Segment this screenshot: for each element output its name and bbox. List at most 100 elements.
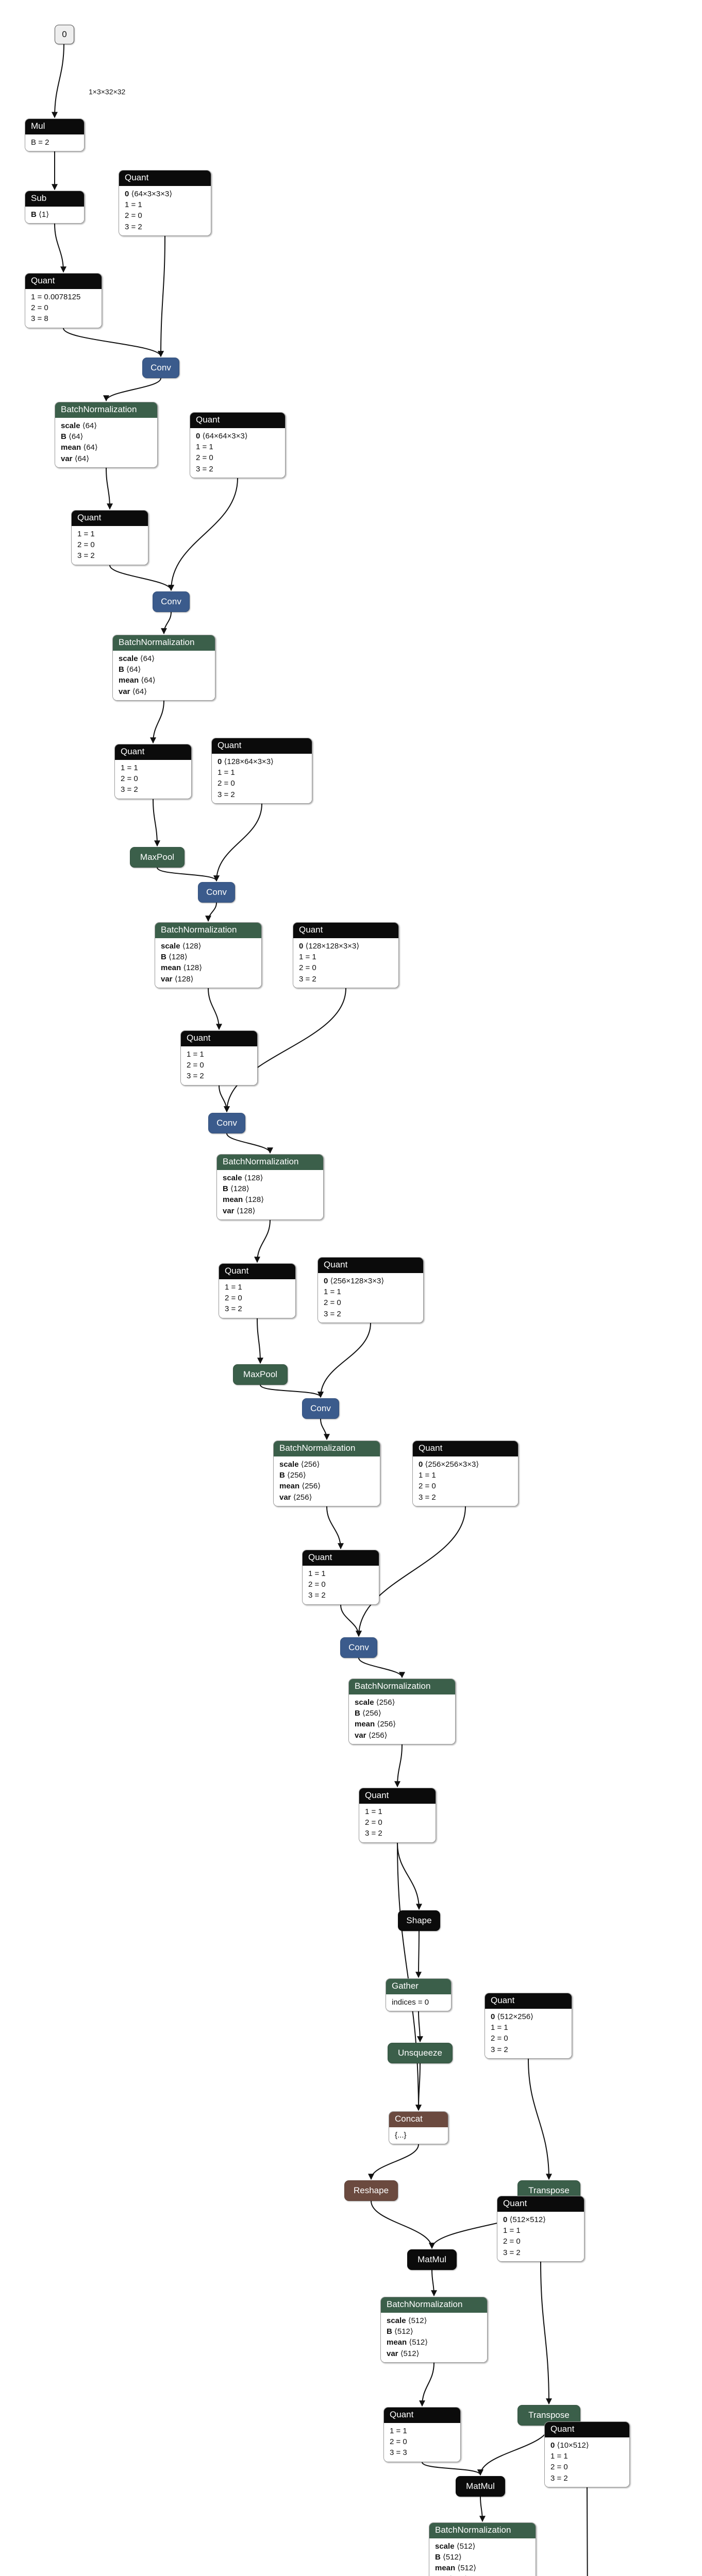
edge: [416, 2011, 423, 2043]
node-attribute-row: var ⟨512⟩: [435, 2574, 530, 2576]
node-title: Reshape: [353, 2185, 389, 2195]
node-attribute-row: 1 = 1: [503, 2226, 521, 2235]
graph-node-mp2[interactable]: MaxPool: [233, 1364, 288, 1385]
graph-node-conv6[interactable]: Conv: [340, 1637, 377, 1658]
node-title: Conv: [310, 1403, 331, 1413]
edge: [358, 1657, 405, 1679]
node-attributes: indices = 0: [386, 1994, 451, 2011]
node-attribute-row: 3 = 2: [550, 2473, 568, 2483]
node-title: Transpose: [528, 2185, 570, 2195]
node-title: Conv: [206, 887, 227, 897]
node-attributes: scale ⟨128⟩B ⟨128⟩mean ⟨128⟩var ⟨128⟩: [155, 938, 261, 988]
node-attribute-row: 1 = 1: [77, 529, 95, 538]
graph-node-mm1[interactable]: MatMul: [407, 2249, 457, 2270]
graph-node-conv2[interactable]: Conv: [153, 591, 190, 612]
edge: [320, 1418, 330, 1440]
node-attribute-row: mean ⟨256⟩: [279, 1482, 321, 1491]
edge: [103, 378, 161, 402]
edge: [587, 2487, 588, 2576]
edge: [368, 2144, 419, 2180]
node-attribute-row: 2 = 0: [125, 211, 142, 221]
node-attribute-row: indices = 0: [392, 1997, 429, 2007]
node-attribute-row: var ⟨256⟩: [279, 1493, 312, 1502]
edge: [260, 1384, 324, 1398]
node-attribute-row: 1 = 1: [550, 2451, 568, 2461]
node-attributes: scale ⟨512⟩B ⟨512⟩mean ⟨512⟩var ⟨512⟩: [381, 2312, 487, 2362]
graph-node-conv4[interactable]: Conv: [208, 1113, 245, 1133]
graph-node-concat[interactable]: Concat{...}: [389, 2111, 448, 2144]
node-attribute-row: 3 = 3: [390, 2448, 407, 2458]
node-attribute-row: mean ⟨512⟩: [435, 2564, 477, 2573]
edge: [430, 2269, 437, 2297]
node-header: BatchNormalization: [155, 923, 261, 938]
node-header: Quant: [219, 1264, 295, 1279]
node-attribute-row: scale ⟨256⟩: [355, 1698, 395, 1707]
graph-node-conv3[interactable]: Conv: [198, 882, 235, 903]
node-attribute-row: 3 = 2: [125, 222, 142, 231]
node-attribute-row: B ⟨512⟩: [435, 2552, 462, 2562]
edge: [326, 1506, 344, 1550]
node-attribute-row: 1 = 1: [196, 442, 213, 451]
graph-node-mp1[interactable]: MaxPool: [130, 847, 185, 868]
node-header: Quant: [72, 511, 148, 526]
terminal-t_in[interactable]: 0: [55, 25, 74, 44]
node-attributes: scale ⟨512⟩B ⟨512⟩mean ⟨512⟩var ⟨512⟩: [429, 2538, 536, 2576]
node-attribute-row: 2 = 0: [121, 774, 138, 783]
node-header: Quant: [190, 413, 285, 428]
graph-node-shape[interactable]: Shape: [398, 1910, 440, 1931]
node-attribute-row: B ⟨512⟩: [387, 2327, 413, 2336]
graph-node-mm2[interactable]: MatMul: [456, 2476, 505, 2497]
graph-node-conv5[interactable]: Conv: [302, 1398, 339, 1419]
graph-node-unsq[interactable]: Unsqueeze: [388, 2043, 453, 2063]
node-attribute-row: B ⟨64⟩: [61, 432, 83, 441]
node-attribute-row: 0 ⟨256×128×3×3⟩: [324, 1276, 385, 1285]
node-attribute-row: 2 = 0: [491, 2034, 508, 2043]
node-title: MaxPool: [140, 852, 175, 862]
node-attribute-row: 0 ⟨10×512⟩: [550, 2441, 589, 2450]
node-attribute-row: mean ⟨64⟩: [119, 676, 156, 685]
edge: [371, 2200, 435, 2249]
graph-node-resh[interactable]: Reshape: [344, 2180, 398, 2201]
node-attribute-row: scale ⟨128⟩: [223, 1173, 263, 1182]
node-attribute-row: scale ⟨64⟩: [61, 421, 97, 430]
node-attribute-row: 0 ⟨256×256×3×3⟩: [419, 1460, 479, 1469]
graph-node-conv1[interactable]: Conv: [142, 358, 179, 378]
edge: [317, 1323, 371, 1398]
node-attribute-row: mean ⟨128⟩: [161, 963, 203, 973]
